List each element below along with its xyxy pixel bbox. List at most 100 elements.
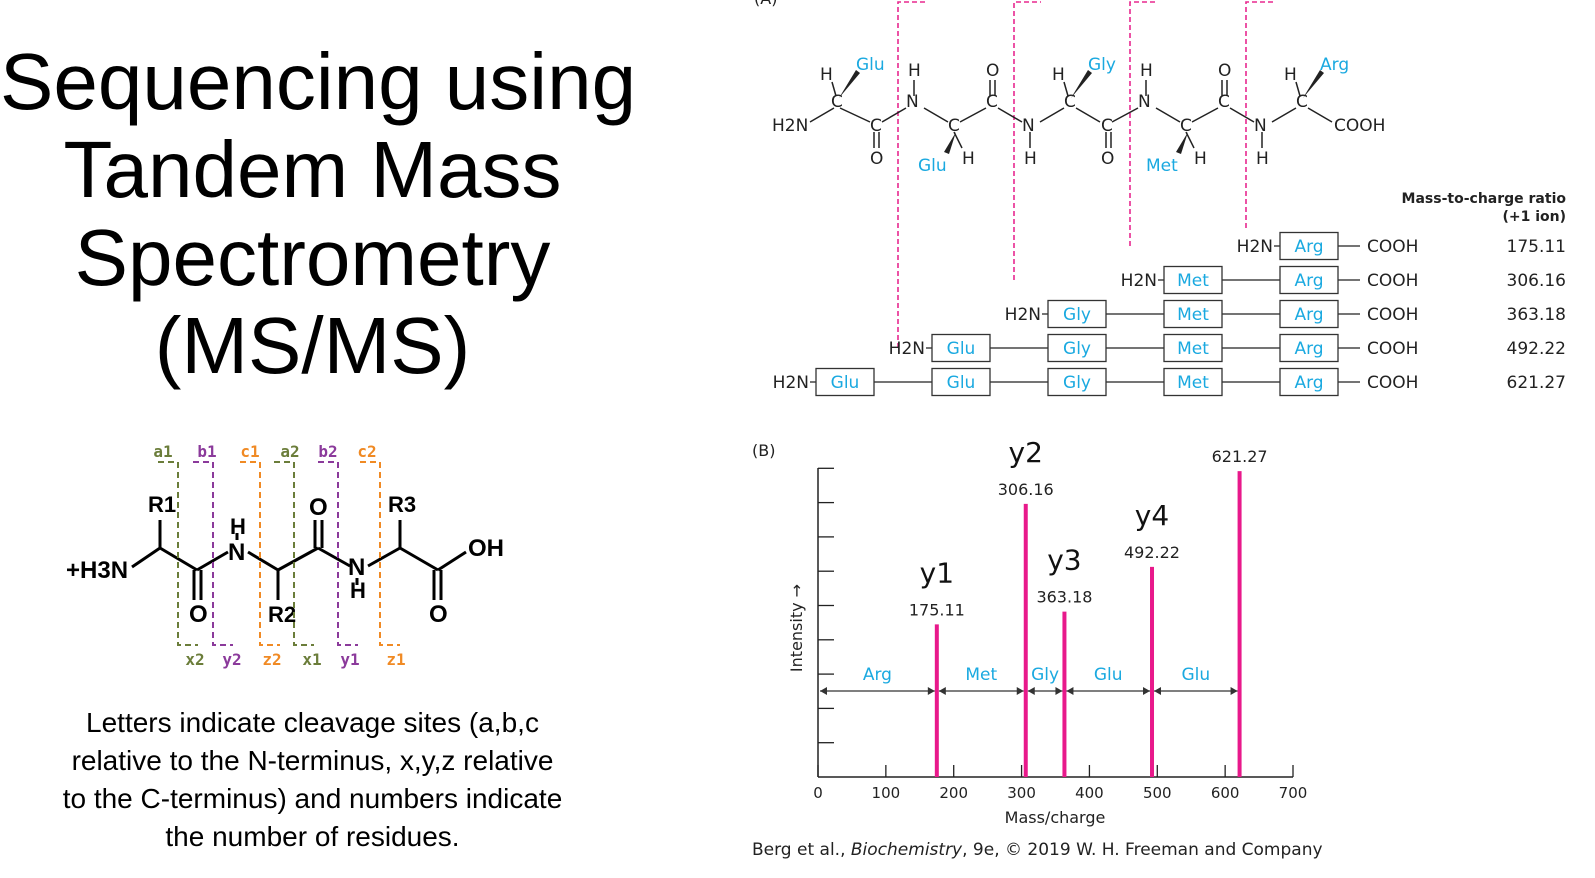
residue-label: Arg	[1294, 271, 1323, 291]
residue-label: Met	[1177, 339, 1209, 359]
residue-label: Glu	[831, 373, 860, 393]
c-terminus-label: COOH	[1334, 116, 1385, 136]
svg-text:C: C	[1180, 116, 1192, 136]
fragment-c-terminus: COOH	[1367, 237, 1418, 257]
svg-text:C: C	[948, 116, 960, 136]
x-tick-label: 100	[872, 784, 901, 802]
svg-text:N: N	[906, 92, 919, 112]
credit-authors: Berg et al.,	[752, 840, 851, 860]
residue-label: Met	[1177, 305, 1209, 325]
svg-text:N: N	[1138, 92, 1151, 112]
bracket-top-label: a1	[153, 442, 172, 461]
peak-value-label: 621.27	[1212, 447, 1268, 466]
residue-label: Arg	[1294, 339, 1323, 359]
gap-residue-label: Glu	[1181, 665, 1210, 685]
svg-text:O: O	[1101, 149, 1114, 169]
svg-text:C: C	[831, 92, 843, 112]
cleavage-bracket	[360, 461, 400, 646]
x-tick-label: 400	[1075, 784, 1104, 802]
residue-box	[1279, 265, 1339, 295]
diagram-caption: Letters indicate cleavage sites (a,b,c r…	[0, 704, 625, 856]
credit-book: Biochemistry	[851, 840, 963, 860]
ion-label: y3	[1047, 544, 1081, 577]
bracket-top-label: a2	[280, 442, 299, 461]
residue-label: Arg	[1294, 237, 1323, 257]
gap-residue-label: Gly	[1031, 665, 1059, 685]
residue-label: Gly	[1063, 305, 1091, 325]
title-line: Tandem Mass	[63, 125, 562, 214]
x-tick-label: 500	[1143, 784, 1172, 802]
svg-text:H: H	[1256, 149, 1269, 169]
carbonyl-o-label: O	[309, 494, 328, 521]
amide-n-label: N	[228, 539, 245, 566]
cleavage-bracket	[240, 461, 280, 646]
fragment-c-terminus: COOH	[1367, 271, 1418, 291]
cleavage-lines	[897, 1, 1273, 348]
svg-text:N: N	[1022, 116, 1035, 136]
fragment-mass: 621.27	[1507, 373, 1566, 393]
fragment-n-terminus: H2N	[889, 339, 925, 359]
residue-box	[1047, 333, 1107, 363]
fragment-c-terminus: COOH	[1367, 373, 1418, 393]
residue-box	[931, 333, 991, 363]
caption-line: to the C-terminus) and numbers indicate	[62, 783, 563, 814]
residue-box	[1279, 231, 1339, 261]
bracket-bottom-label: z1	[386, 650, 405, 669]
ratio-header: Mass-to-charge ratio	[1402, 191, 1567, 207]
svg-text:H: H	[908, 61, 921, 81]
bracket-bottom-label: y2	[222, 650, 241, 669]
svg-text:O: O	[870, 149, 883, 169]
ion-label: y4	[1135, 499, 1169, 532]
svg-text:O: O	[1218, 61, 1231, 81]
fragment-c-terminus: COOH	[1367, 339, 1418, 359]
cleavage-bracket	[193, 461, 233, 646]
gap-residue-label: Met	[965, 665, 997, 685]
residue-label: Glu	[947, 339, 976, 359]
panel-a-label: (A)	[754, 0, 777, 8]
x-tick-label: 600	[1211, 784, 1240, 802]
figure-credit: Berg et al., Biochemistry, 9e, © 2019 W.…	[752, 840, 1323, 860]
residue-label: Gly	[1088, 55, 1116, 75]
ion-label: y1	[920, 556, 954, 589]
bracket-top-label: c1	[240, 442, 259, 461]
n-terminus-label: H2N	[772, 116, 808, 136]
carbonyl-o-label: O	[429, 601, 448, 628]
fragment-n-terminus: H2N	[1005, 305, 1041, 325]
residue-box	[1279, 333, 1339, 363]
svg-text:H: H	[1194, 149, 1207, 169]
amide-h-label: H	[350, 578, 366, 603]
residue-box	[1279, 299, 1339, 329]
arrow-head	[1027, 687, 1063, 695]
residue-label: Met	[1177, 373, 1209, 393]
bracket-top-label: b1	[197, 442, 216, 461]
peptide-residues: Glu Gly Arg Glu Met	[856, 55, 1349, 176]
bracket-bottom-label: x2	[185, 650, 204, 669]
svg-text:H: H	[1024, 149, 1037, 169]
x-tick-label: 700	[1279, 784, 1308, 802]
bracket-bottom-label: z2	[262, 650, 281, 669]
x-axis-label: Mass/charge	[1005, 808, 1106, 827]
ratio-header-sub: (+1 ion)	[1502, 209, 1566, 225]
residue-label: Met	[1146, 156, 1178, 176]
peak-value-label: 306.16	[998, 480, 1054, 499]
residue-box	[931, 367, 991, 397]
fragment-mass: 363.18	[1507, 305, 1566, 325]
svg-text:H: H	[962, 149, 975, 169]
backbone-bonds	[131, 520, 467, 600]
svg-text:C: C	[1101, 116, 1113, 136]
residue-label: Glu	[918, 156, 947, 176]
gap-residue-label: Glu	[1094, 665, 1123, 685]
peak-value-label: 175.11	[909, 600, 965, 619]
title-line: (MS/MS)	[154, 301, 471, 390]
residue-label: Gly	[1063, 373, 1091, 393]
residue-label: Glu	[947, 373, 976, 393]
residue-box	[815, 367, 875, 397]
svg-text:O: O	[986, 61, 999, 81]
residue-label: Arg	[1320, 55, 1349, 75]
credit-rest: , 9e, © 2019 W. H. Freeman and Company	[962, 840, 1322, 860]
